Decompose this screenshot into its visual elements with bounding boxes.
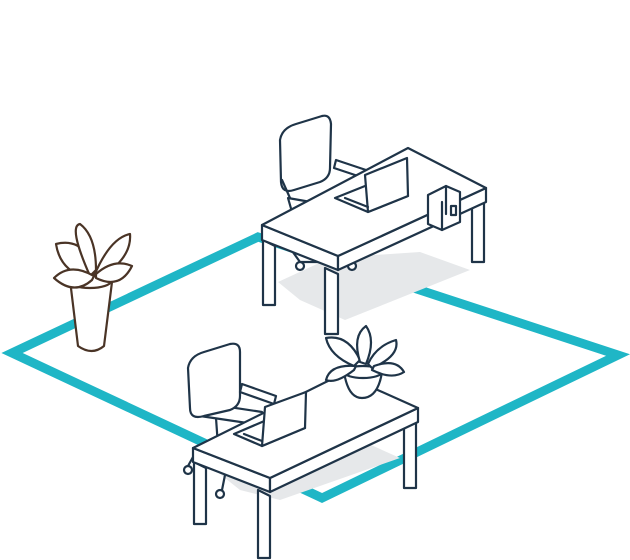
- file-holder: [426, 184, 462, 232]
- back-workstation: [260, 114, 488, 336]
- laptop-front: [232, 390, 308, 448]
- floor-plant: [52, 222, 134, 353]
- front-workstation: [182, 324, 420, 560]
- laptop-back: [333, 156, 410, 214]
- potted-plant-desk: [324, 324, 406, 400]
